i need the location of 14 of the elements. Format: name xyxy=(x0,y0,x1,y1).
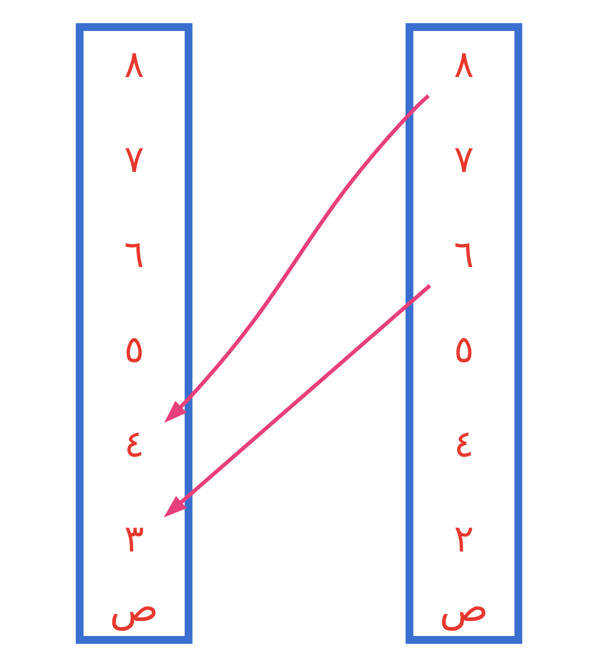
node-text: ٧ xyxy=(124,137,144,182)
node-text: ٤ xyxy=(124,422,144,466)
node-text: ٢ xyxy=(454,516,474,561)
node-text: ٨ xyxy=(124,42,144,86)
node-text: ٥ xyxy=(124,326,144,371)
arrow xyxy=(164,94,430,423)
node-text: ٧ xyxy=(454,137,474,182)
node-text: ٨ xyxy=(454,42,474,86)
node-text: ٤ xyxy=(454,422,474,466)
arrow xyxy=(164,284,432,518)
node-text: ٦ xyxy=(124,232,144,276)
node-text: ٥ xyxy=(454,326,474,371)
node-text: ٣ xyxy=(124,516,144,561)
node-text: ٦ xyxy=(454,232,474,276)
